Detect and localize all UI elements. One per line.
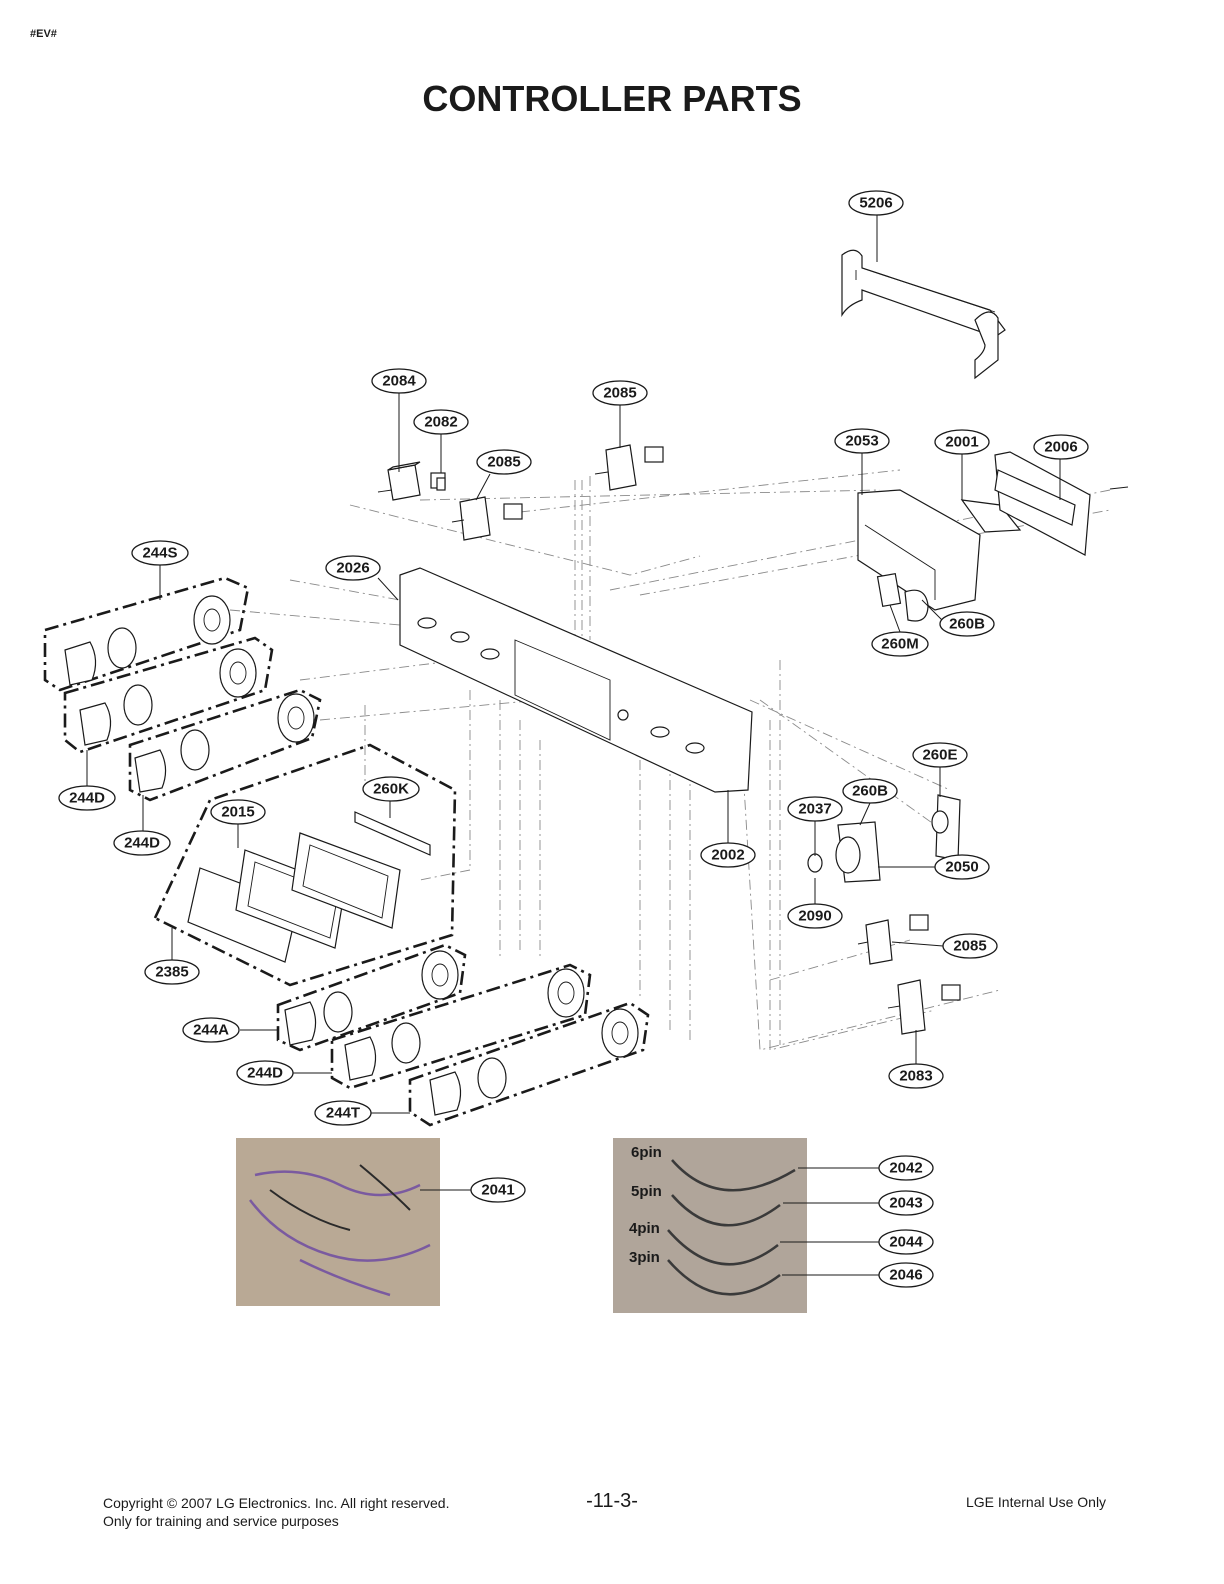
callout-label: 244D: [69, 790, 105, 807]
callout-label: 2385: [155, 964, 188, 981]
knob-group-244A: [276, 943, 467, 1052]
cable-photo: 6pin 5pin 4pin 3pin: [613, 1138, 807, 1313]
control-panel-2002: [399, 567, 753, 793]
internal-use-notice: LGE Internal Use Only: [966, 1494, 1107, 1510]
callout-244A: 244A: [182, 1017, 278, 1043]
switch-2085c: [857, 914, 929, 965]
pin-label-3: 3pin: [629, 1249, 660, 1266]
switch-2085a: [451, 496, 523, 541]
callout-label: 2090: [798, 908, 831, 925]
callout-label: 2044: [889, 1234, 923, 1251]
callout-244D-b: 244D: [113, 795, 171, 856]
page-number: -11-3-: [586, 1490, 638, 1512]
callout-244D-a: 244D: [58, 750, 116, 811]
callout-label: 2083: [899, 1068, 932, 1085]
callout-label: 244T: [326, 1105, 360, 1122]
callout-label: 260K: [373, 781, 409, 798]
callout-label: 244S: [142, 545, 177, 562]
callout-label: 5206: [859, 195, 892, 212]
callout-label: 2042: [889, 1160, 922, 1177]
pin-label-4: 4pin: [629, 1220, 660, 1237]
callout-2050: 2050: [878, 854, 990, 880]
callout-2084: 2084: [371, 368, 427, 472]
harness-photo-2041: [236, 1138, 440, 1306]
terminal-2082: [430, 472, 446, 491]
callout-label: 2002: [711, 847, 744, 864]
callout-label: 260B: [852, 783, 888, 800]
display-assembly: [857, 451, 1129, 622]
knob-group-244D-c: [330, 963, 592, 1090]
callout-244T: 244T: [314, 1100, 410, 1126]
callout-260K: 260K: [362, 776, 420, 818]
callout-label: 2085: [487, 454, 520, 471]
callout-label: 2026: [336, 560, 369, 577]
callout-label: 2085: [603, 385, 636, 402]
callout-label: 244D: [124, 835, 160, 852]
callout-label: 2041: [481, 1182, 514, 1199]
callout-2001: 2001: [934, 429, 990, 500]
callout-2044: 2044: [780, 1229, 934, 1255]
callout-2041: 2041: [420, 1177, 526, 1203]
callout-2085c: 2085: [891, 933, 998, 959]
switch-2084: [377, 461, 421, 501]
callout-260M: 260M: [871, 604, 929, 657]
pin-label-5: 5pin: [631, 1183, 662, 1200]
knob-group-244T: [408, 1001, 650, 1127]
callout-244D-c: 244D: [236, 1060, 332, 1086]
callout-2085a: 2085: [475, 449, 532, 501]
callout-2053: 2053: [834, 428, 890, 495]
callout-label: 2046: [889, 1267, 922, 1284]
knob-group-244D-b: [128, 688, 322, 802]
footer-copyright: Copyright © 2007 LG Electronics. Inc. Al…: [103, 1494, 449, 1530]
callout-label: 260E: [922, 747, 957, 764]
callout-2090: 2090: [787, 878, 843, 929]
callout-5206: 5206: [848, 190, 904, 262]
callout-label: 2085: [953, 938, 986, 955]
callout-2082: 2082: [413, 409, 469, 473]
callout-label: 2001: [945, 434, 978, 451]
callout-label: 2082: [424, 414, 457, 431]
copyright-text: Copyright © 2007 LG Electronics. Inc. Al…: [103, 1495, 450, 1511]
display-window-group: [153, 743, 457, 987]
callout-label: 260B: [949, 616, 985, 633]
pin-label-6: 6pin: [631, 1144, 662, 1161]
callout-label: 2043: [889, 1195, 922, 1212]
callout-2026: 2026: [325, 555, 399, 601]
callout-2043: 2043: [783, 1190, 934, 1216]
callout-2083: 2083: [888, 1030, 944, 1089]
switch-2085b: [594, 444, 664, 491]
callout-label: 2015: [221, 804, 254, 821]
callout-260B-b: 260B: [842, 778, 898, 826]
bracket-5206: [841, 249, 1006, 380]
page-tag: #EV#: [30, 28, 57, 40]
callout-244S: 244S: [131, 540, 189, 600]
callout-label: 2084: [382, 373, 416, 390]
callout-label: 2053: [845, 433, 878, 450]
callout-2385: 2385: [144, 928, 200, 985]
knob-group-244D-a: [63, 636, 274, 754]
callout-label: 244A: [193, 1022, 229, 1039]
callout-260E: 260E: [912, 742, 968, 797]
callout-2085b: 2085: [592, 380, 648, 448]
assembly-lines: [229, 469, 1111, 1051]
callout-label: 260M: [881, 636, 919, 653]
callout-260B-a: 260B: [921, 599, 995, 637]
callout-2002: 2002: [700, 790, 756, 868]
callout-label: 2050: [945, 859, 978, 876]
knob-group-244S: [43, 576, 250, 692]
purpose-text: Only for training and service purposes: [103, 1513, 339, 1529]
callout-label: 2006: [1044, 439, 1077, 456]
callout-2046: 2046: [782, 1262, 934, 1288]
callout-label: 2037: [798, 801, 831, 818]
callout-label: 244D: [247, 1065, 283, 1082]
callout-2042: 2042: [798, 1155, 934, 1181]
page-title: CONTROLLER PARTS: [422, 78, 802, 119]
callout-2037: 2037: [787, 796, 843, 856]
switch-2083: [887, 979, 961, 1035]
callout-2015: 2015: [210, 799, 266, 848]
callout-2006: 2006: [1033, 434, 1089, 500]
